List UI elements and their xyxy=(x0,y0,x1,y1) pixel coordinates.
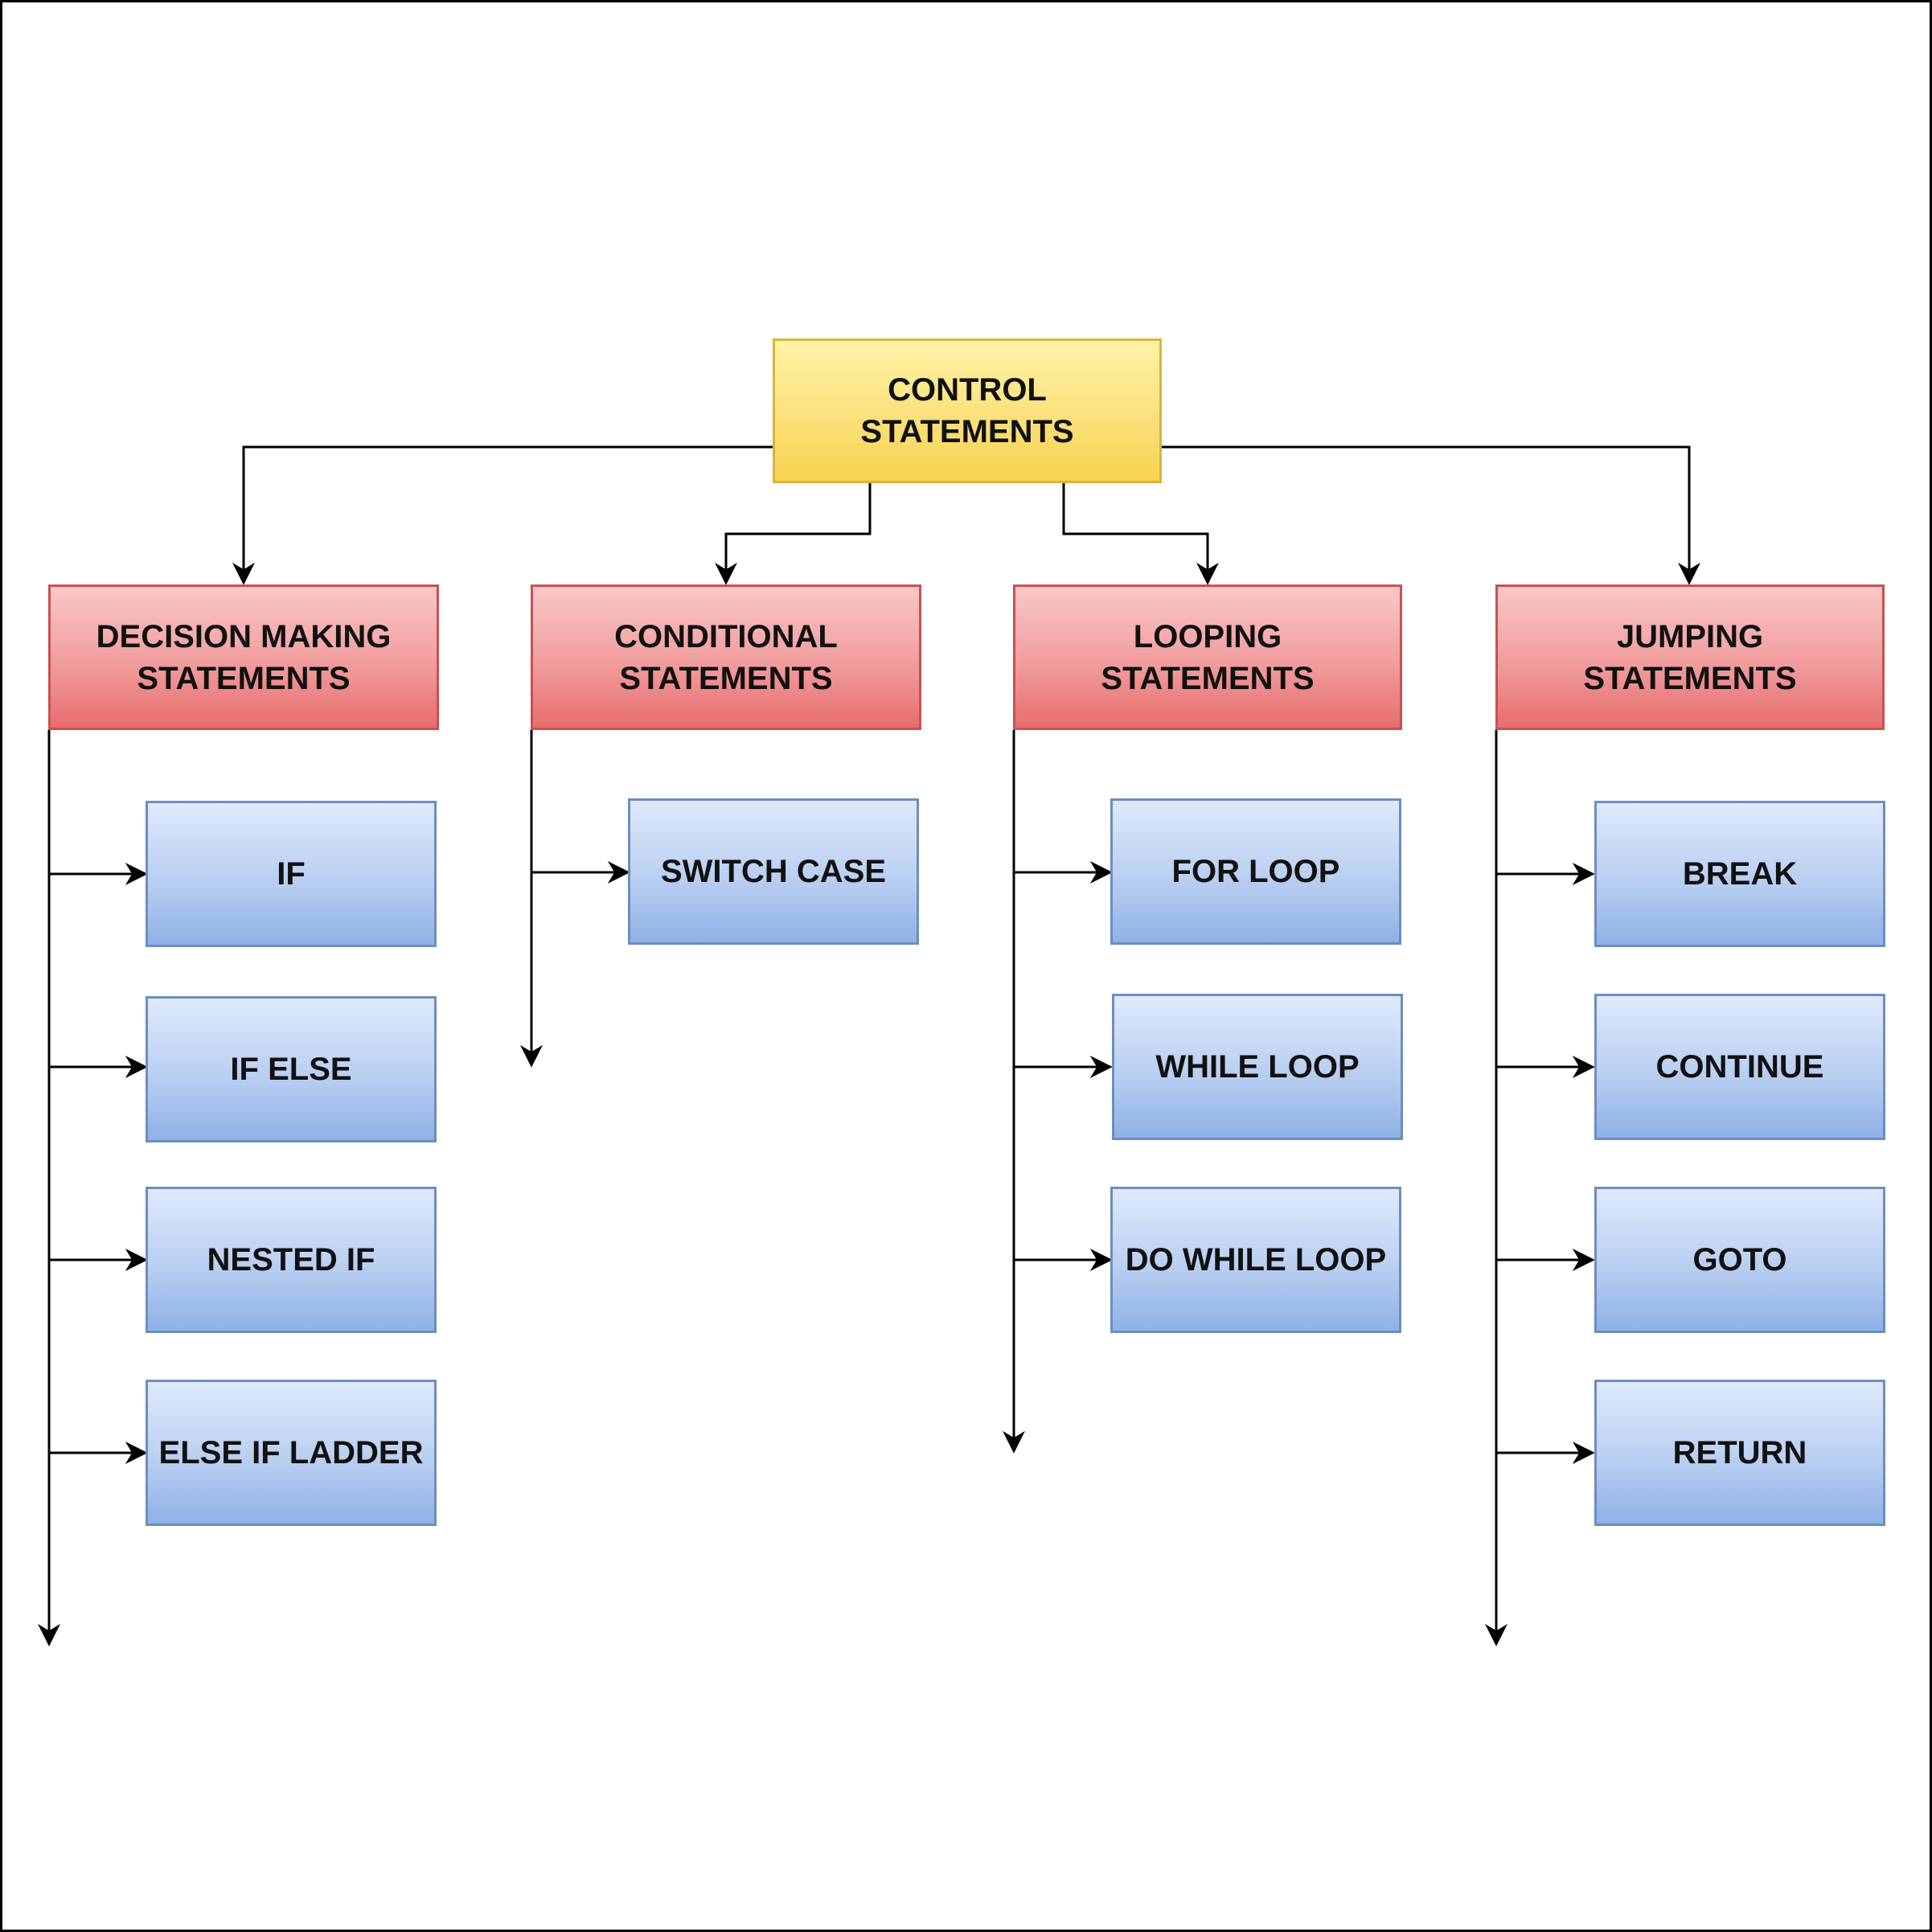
item-continue: CONTINUE xyxy=(1594,994,1885,1140)
edge-root-conditional xyxy=(715,483,872,585)
item-do-while-loop: DO WHILE LOOP xyxy=(1110,1187,1401,1333)
item-label: NESTED IF xyxy=(207,1242,375,1278)
edge-root-jumping xyxy=(1162,445,1700,585)
item-for-loop: FOR LOOP xyxy=(1110,798,1401,945)
category-conditional: CONDITIONAL STATEMENTS xyxy=(531,585,921,730)
item-if-else: IF ELSE xyxy=(146,996,437,1142)
root-node-control-statements: CONTROL STATEMENTS xyxy=(773,338,1162,483)
item-break: BREAK xyxy=(1594,801,1885,947)
category-label-line2: STATEMENTS xyxy=(137,660,351,696)
item-label: IF ELSE xyxy=(230,1052,352,1087)
item-if: IF xyxy=(146,801,437,947)
item-nested-if: NESTED IF xyxy=(146,1187,437,1333)
item-label: IF xyxy=(277,856,306,892)
item-label: FOR LOOP xyxy=(1171,854,1340,889)
item-while-loop: WHILE LOOP xyxy=(1112,994,1403,1140)
item-else-if-ladder: ELSE IF LADDER xyxy=(146,1380,437,1526)
category-looping: LOOPING STATEMENTS xyxy=(1013,585,1402,730)
category-jumping: JUMPING STATEMENTS xyxy=(1495,585,1885,730)
edge-root-decision xyxy=(232,445,773,585)
item-label: WHILE LOOP xyxy=(1155,1049,1360,1085)
category-label-line1: DECISION MAKING xyxy=(96,618,392,654)
item-label: ELSE IF LADDER xyxy=(158,1435,424,1471)
edge-root-looping xyxy=(1062,483,1219,585)
item-label: GOTO xyxy=(1692,1242,1787,1278)
item-label: DO WHILE LOOP xyxy=(1125,1242,1387,1278)
category-label-line2: STATEMENTS xyxy=(1583,660,1797,696)
category-label-line1: JUMPING xyxy=(1616,618,1764,654)
item-label: BREAK xyxy=(1682,856,1798,892)
item-switch-case: SWITCH CASE xyxy=(628,798,919,945)
item-label: SWITCH CASE xyxy=(661,854,886,889)
item-return: RETURN xyxy=(1594,1380,1885,1526)
category-label-line1: CONDITIONAL xyxy=(614,618,838,654)
item-label: CONTINUE xyxy=(1655,1049,1824,1085)
category-label-line2: STATEMENTS xyxy=(1101,660,1315,696)
item-label: RETURN xyxy=(1672,1435,1807,1471)
root-label-line2: STATEMENTS xyxy=(860,414,1074,449)
category-label-line1: LOOPING xyxy=(1133,618,1282,654)
category-decision-making: DECISION MAKING STATEMENTS xyxy=(48,585,439,730)
category-label-line2: STATEMENTS xyxy=(619,660,833,696)
item-goto: GOTO xyxy=(1594,1187,1885,1333)
root-label-line1: CONTROL xyxy=(888,372,1047,408)
